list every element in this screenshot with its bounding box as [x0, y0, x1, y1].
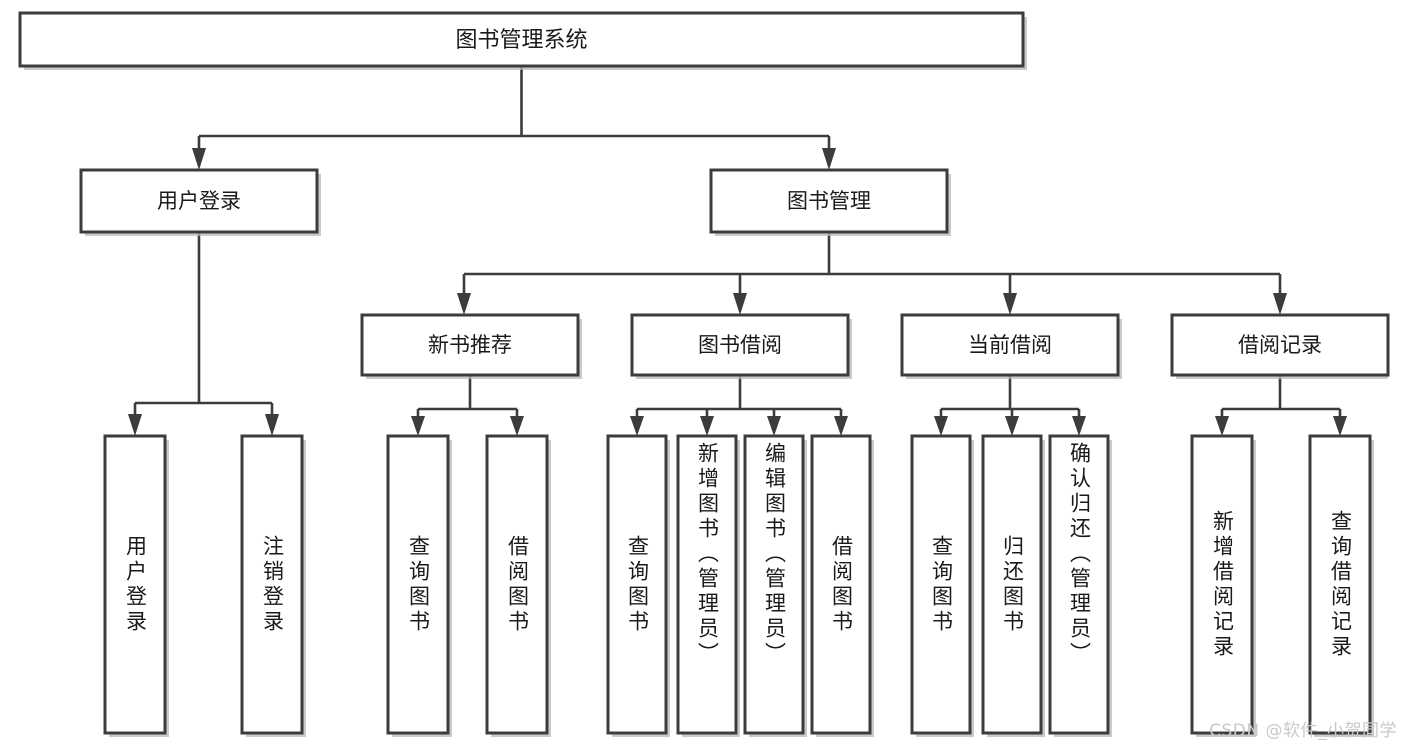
arrow-head-leaf-query-book-1 [411, 416, 425, 436]
arrow-head-leaf-user-logout [265, 414, 279, 436]
arrow-head-leaf-edit-book [767, 416, 781, 436]
node-label-new-book-rec: 新书推荐 [428, 333, 512, 357]
node-box-leaf-query-book-3[interactable] [910, 434, 972, 735]
node-box-leaf-query-record[interactable] [1308, 434, 1372, 735]
connector-layer [128, 66, 1347, 436]
node-label-current-borrow: 当前借阅 [968, 333, 1052, 357]
arrow-head-borrow-record [1273, 293, 1287, 315]
arrow-head-leaf-query-record [1333, 416, 1347, 436]
node-label-book-borrow: 图书借阅 [698, 333, 782, 357]
arrow-head-book-manage [822, 148, 836, 170]
watermark-text: CSDN @软件_小贺同学 [1209, 721, 1397, 741]
arrow-head-book-borrow [733, 293, 747, 315]
node-label-user-login: 用户登录 [157, 189, 241, 213]
node-box-leaf-borrow-book-1[interactable] [485, 434, 549, 735]
arrow-head-leaf-query-book-2 [630, 416, 644, 436]
node-box-leaf-user-login[interactable] [103, 434, 167, 735]
node-layer: 图书管理系统 用户登录 图书管理 新书推荐 图书借阅 当前借阅 借阅记录 [18, 11, 1390, 737]
node-box-book-manage[interactable] [709, 168, 949, 234]
node-label-borrow-record: 借阅记录 [1238, 333, 1322, 357]
arrow-head-current-borrow [1003, 293, 1017, 315]
node-box-book-borrow[interactable] [630, 313, 850, 377]
arrow-head-leaf-add-record [1215, 416, 1229, 436]
arrow-head-leaf-return-book [1005, 416, 1019, 436]
arrow-head-leaf-confirm-return [1072, 416, 1086, 436]
arrow-head-leaf-borrow-book-1 [510, 416, 524, 436]
node-box-leaf-user-logout[interactable] [240, 434, 304, 735]
node-box-leaf-add-record[interactable] [1190, 434, 1254, 735]
arrow-head-new-book-rec [457, 293, 471, 315]
node-box-leaf-confirm-return[interactable] [1048, 434, 1110, 735]
node-box-leaf-add-book[interactable] [676, 434, 738, 735]
node-label-book-manage: 图书管理 [787, 189, 871, 213]
node-box-leaf-return-book[interactable] [981, 434, 1043, 735]
node-box-current-borrow[interactable] [900, 313, 1120, 377]
node-box-borrow-record[interactable] [1170, 313, 1390, 377]
node-box-leaf-query-book-1[interactable] [386, 434, 450, 735]
arrow-head-leaf-add-book [700, 416, 714, 436]
node-box-leaf-query-book-2[interactable] [606, 434, 668, 735]
node-box-root[interactable] [18, 11, 1025, 68]
arrow-head-user-login [192, 148, 206, 170]
node-box-new-book-rec[interactable] [360, 313, 580, 377]
node-box-user-login[interactable] [79, 168, 319, 234]
node-box-leaf-borrow-book-2[interactable] [810, 434, 872, 735]
arrow-head-leaf-user-login [128, 414, 142, 436]
arrow-head-leaf-borrow-book-2 [834, 416, 848, 436]
node-label-root: 图书管理系统 [455, 28, 587, 53]
arrow-head-leaf-query-book-3 [934, 416, 948, 436]
node-box-leaf-edit-book[interactable] [743, 434, 805, 735]
